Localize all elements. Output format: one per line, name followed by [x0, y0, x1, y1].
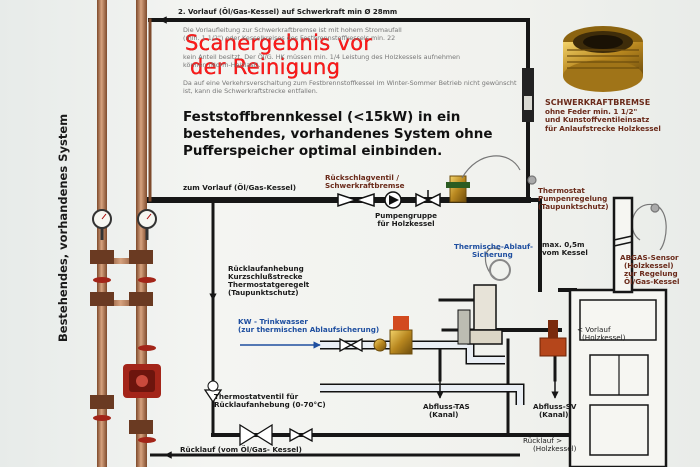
top-note-heading: 2. Vorlauf (Öl/Gas-Kessel) auf Schwerkra… — [178, 8, 398, 16]
mixing-valve-icon — [373, 316, 413, 355]
valve-handles-icon — [93, 277, 156, 443]
brass-fitting-icon — [563, 26, 643, 92]
holzkessel-boiler — [568, 288, 668, 467]
label-vorlauf-oel-gas: zum Vorlauf (Öl/Gas-Kessel) — [183, 183, 296, 192]
label-kw-trinkwasser: KW - Trinkwasser (zur thermischen Ablauf… — [238, 317, 380, 335]
schwerkraftbremse-icon — [522, 68, 534, 122]
label-schwerkraftbremse: SCHWERKRAFTBREMSE ohne Feder min. 1 1/2"… — [545, 98, 661, 133]
watermark-line-1: Scanergebnis vor — [185, 31, 373, 55]
pressure-gauge-right-icon — [137, 209, 157, 240]
check-valve-icon — [337, 192, 375, 208]
top-note-line-2: (min. 1 1/2") oder Kesselkreises des Fes… — [183, 34, 396, 42]
top-note-line-4: können (Norm-Heizlast). — [183, 61, 261, 69]
side-label: Bestehendes, vorhandenes System — [56, 113, 70, 342]
label-abgas-sensor: ABGAS-Sensor (Holzkessel) zur Regelung Ö… — [620, 253, 680, 287]
label-ruecklauf-holzkessel: Rücklauf > (Holzkessel) — [523, 436, 577, 454]
label-abfluss-tas: Abfluss-TAS (Kanal) — [423, 402, 470, 420]
pressure-gauge-left-icon — [92, 209, 112, 240]
label-rueckschlagventil: Rückschlagventil / Schwerkraftbremse — [325, 173, 405, 191]
label-ruecklaufanhebung: Rücklaufanhebung Kurzschlußstrecke Therm… — [228, 264, 310, 298]
ball-valve-icon — [415, 190, 441, 208]
label-thermostat: Thermostat Pumpenregelung (Taupunktschut… — [538, 186, 609, 212]
thermostat-valve-icon — [203, 380, 223, 404]
top-note-line-3: kein Anteil besitzt. Der Öl/G. HK müssen… — [183, 53, 461, 61]
title-line-3: Pufferspeicher optimal einbinden. — [183, 143, 443, 160]
top-note-line-1: Die Vorlaufleitung zur Schwerkraftbremse… — [183, 26, 402, 34]
top-note-line-5: Da auf eine Verkehrsverschaltung zum Fes… — [183, 79, 517, 87]
title-line-2: bestehendes, vorhandenes System ohne — [183, 126, 493, 143]
watermark-line-2: der Reinigung — [190, 55, 341, 79]
label-max-kessel: max. 0,5m vom Kessel — [542, 240, 588, 258]
top-note-line-6: ist, kann die Schwerkraftstrecke entfall… — [183, 87, 318, 95]
label-abfluss-sv: Abfluss-SV (Kanal) — [533, 402, 577, 420]
label-pumpengruppe: Pumpengruppe für Holzkessel — [375, 211, 437, 229]
label-vorlauf-holzkessel: < Vorlauf (Holzkessel) — [577, 325, 626, 343]
diagram-title: Feststoffbrennkessel (<15kW) in ein best… — [183, 109, 493, 160]
drain-arrows — [436, 380, 559, 399]
safety-valve-icon — [539, 320, 567, 357]
pump-group-icon — [384, 175, 470, 209]
label-thermostatventil: Thermostatventil für Rücklaufanhebung (0… — [214, 392, 326, 410]
label-ruecklauf-oel-gas: Rücklauf (vom Öl/Gas- Kessel) — [180, 445, 302, 454]
label-ablauf-sicherung: Thermische-Ablauf- Sicherung — [454, 242, 534, 260]
title-line-1: Feststoffbrennkessel (<15kW) in ein — [183, 109, 461, 125]
chimney-flue — [612, 196, 634, 294]
circulation-pump-icon — [123, 364, 161, 398]
thermal-safety-assembly-icon — [457, 284, 503, 345]
kw-valve-icon — [239, 337, 363, 447]
